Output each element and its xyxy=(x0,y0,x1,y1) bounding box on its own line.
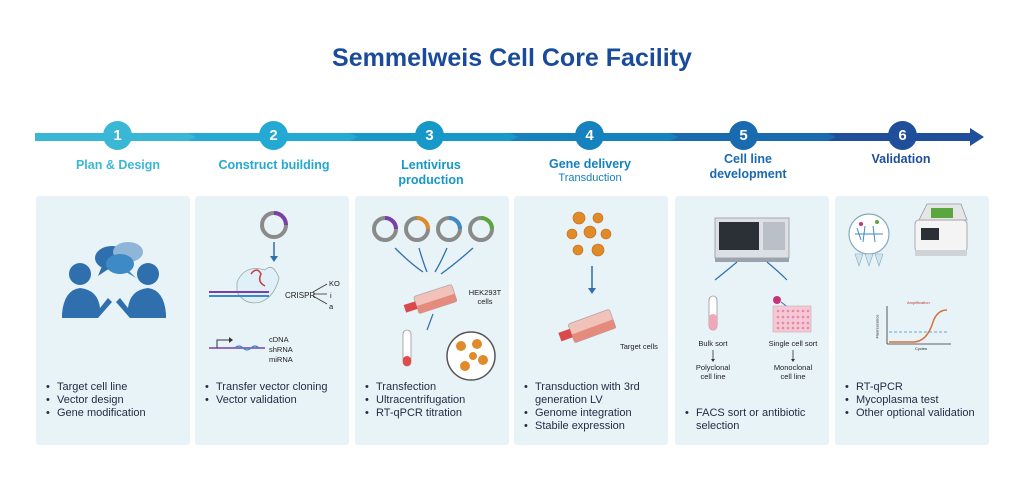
hek293t-label: HEK293T xyxy=(468,288,502,297)
step-title-text: Cell line xyxy=(724,152,772,166)
single-cell-sort-label: Single cell sort xyxy=(768,339,818,348)
bullet-item: RT-qPCR titration xyxy=(365,407,465,420)
amplification-label: Amplification xyxy=(907,300,930,305)
plasmids-flask-icon xyxy=(372,216,496,381)
cells-label: cells xyxy=(477,297,493,306)
step-title-text: Plan & Design xyxy=(75,158,161,172)
step-title-1: Plan & Design xyxy=(38,158,198,173)
cdna-label: cDNA xyxy=(269,335,289,344)
step-number-5: 5 xyxy=(729,121,758,150)
monoclonal-cell-line-label: cell line xyxy=(780,372,806,381)
step-panel-2: CRISPR KO i a cDNA shRNA miRNA Transfer … xyxy=(195,196,349,445)
bullet-list: Transfection Ultracentrifugation RT-qPCR… xyxy=(365,381,465,420)
bullet-item: Other optional validation xyxy=(845,407,975,420)
bullet-list: RT-qPCR Mycoplasma test Other optional v… xyxy=(845,381,975,420)
bullet-item: generation LV xyxy=(535,394,603,406)
bullet-item: Gene modification xyxy=(46,407,146,420)
step-title-text-line2: development xyxy=(709,167,787,181)
bullet-list: Transduction with 3rd generation LV Geno… xyxy=(524,381,640,433)
step-title-text: Lentivirus xyxy=(401,158,461,172)
step-title-text: Validation xyxy=(871,152,931,166)
bullet-item: selection xyxy=(696,420,740,432)
step-number-1: 1 xyxy=(103,121,132,150)
bullet-item: Genome integration xyxy=(524,407,640,420)
mirna-label: miRNA xyxy=(269,355,293,364)
bullet-item: Vector design xyxy=(46,394,146,407)
bullet-item: Stabile expression xyxy=(524,420,640,433)
target-cells-label: Target cells xyxy=(620,342,658,351)
bullet-item: Target cell line xyxy=(46,381,146,394)
fluorescence-label: Fluorescence xyxy=(874,314,880,339)
step-number-6: 6 xyxy=(888,121,917,150)
step-panel-6: Amplification Fluorescence Cycles RT-qPC… xyxy=(835,196,989,445)
i-label: i xyxy=(330,291,332,300)
facs-sorter-icon xyxy=(708,217,812,362)
step-number-4: 4 xyxy=(575,121,604,150)
step-title-6: Validation xyxy=(826,152,976,167)
polyclonal-cell-line-label: cell line xyxy=(700,372,726,381)
bullet-item: Ultracentrifugation xyxy=(365,394,465,407)
bullet-list: FACS sort or antibiotic selection xyxy=(685,407,805,433)
shrna-label: shRNA xyxy=(269,345,293,354)
virus-flask-icon xyxy=(558,211,617,343)
qpcr-machine-icon xyxy=(848,203,968,345)
bullet-item: Transfer vector cloning xyxy=(205,381,327,394)
bullet-item: Vector validation xyxy=(205,394,327,407)
bullet-list: Transfer vector cloning Vector validatio… xyxy=(205,381,327,407)
step-panel-1: Target cell line Vector design Gene modi… xyxy=(36,196,190,445)
step-subtitle: Transduction xyxy=(558,172,622,184)
bullet-item: Transduction with 3rd xyxy=(524,381,640,394)
page-title: Semmelweis Cell Core Facility xyxy=(332,44,692,72)
polyclonal-label: Polyclonal xyxy=(695,363,731,372)
bullet-item: Transfection xyxy=(365,381,465,394)
step-title-4: Gene delivery Transduction xyxy=(510,157,670,185)
bullet-item: RT-qPCR xyxy=(845,381,975,394)
consultation-people-icon xyxy=(62,242,166,318)
crispr-label: CRISPR xyxy=(285,291,316,300)
step-title-text: Construct building xyxy=(218,158,330,172)
step-title-5: Cell line development xyxy=(668,152,828,182)
step-title-text: Gene delivery xyxy=(549,157,631,171)
a-label: a xyxy=(329,302,334,311)
step-panel-5: Bulk sort Polyclonal cell line Single ce… xyxy=(675,196,829,445)
step-panel-3: HEK293T cells Transfection Ultracentrifu… xyxy=(355,196,509,445)
bullet-item: Mycoplasma test xyxy=(845,394,975,407)
ko-label: KO xyxy=(329,279,340,288)
step-panel-4: Target cells Transduction with 3rd gener… xyxy=(514,196,668,445)
timeline-arrow xyxy=(35,128,984,146)
bullet-item: FACS sort or antibiotic xyxy=(685,407,805,420)
step-title-3: Lentivirus production xyxy=(352,158,510,188)
bulk-sort-label: Bulk sort xyxy=(698,339,728,348)
bullet-list: Target cell line Vector design Gene modi… xyxy=(46,381,146,420)
plasmid-icon xyxy=(209,211,328,351)
cycles-label: Cycles xyxy=(915,346,928,351)
step-title-text-line2: production xyxy=(398,173,464,187)
step-number-3: 3 xyxy=(415,121,444,150)
monoclonal-label: Monoclonal xyxy=(773,363,813,372)
step-title-2: Construct building xyxy=(195,158,353,173)
step-number-2: 2 xyxy=(259,121,288,150)
